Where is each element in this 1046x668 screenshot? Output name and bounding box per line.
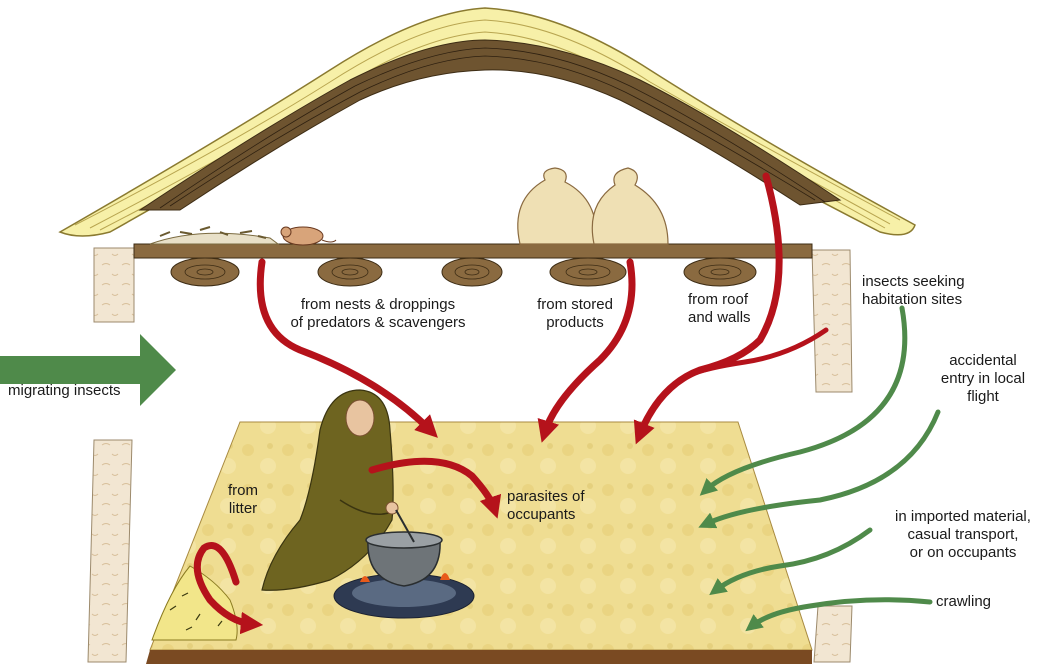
label-litter: from litter bbox=[218, 482, 268, 518]
grain-sacks bbox=[518, 168, 668, 244]
label-habitation: insects seeking habitation sites bbox=[862, 273, 992, 309]
left-upper-wall bbox=[94, 248, 134, 322]
label-stored: from stored products bbox=[520, 296, 630, 332]
left-lower-wall bbox=[88, 440, 132, 662]
label-crawling: crawling bbox=[936, 593, 1016, 611]
floor-soil bbox=[146, 650, 812, 664]
right-lower-wall bbox=[814, 606, 852, 662]
nest-debris bbox=[150, 227, 278, 244]
thatched-roof bbox=[60, 8, 915, 236]
rodent-icon bbox=[281, 227, 336, 245]
label-nests: from nests & droppings of predators & sc… bbox=[268, 296, 488, 332]
label-imported: in imported material, casual transport, … bbox=[880, 508, 1046, 562]
right-upper-wall bbox=[812, 250, 852, 392]
label-parasites: parasites of occupants bbox=[507, 488, 617, 524]
label-migrating: migrating insects bbox=[8, 382, 148, 400]
floor bbox=[150, 422, 812, 650]
label-accidental: accidental entry in local flight bbox=[928, 352, 1038, 406]
label-roof: from roof and walls bbox=[688, 291, 788, 327]
red-arrow-stored bbox=[545, 262, 632, 432]
loft-beam bbox=[134, 244, 812, 258]
